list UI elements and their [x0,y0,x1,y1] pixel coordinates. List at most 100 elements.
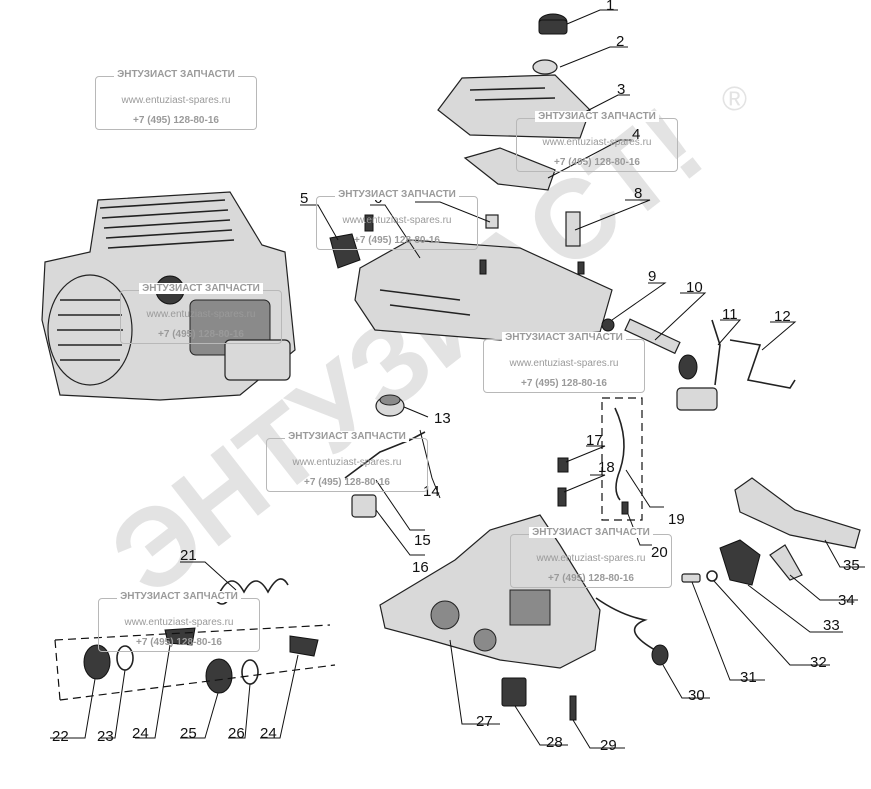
callout-21: 21 [180,547,197,564]
stamp-url: www.entuziast-spares.ru [536,553,646,564]
stamp-phone: +7 (495) 128-80-16 [136,637,222,648]
stamp-url: www.entuziast-spares.ru [342,215,452,226]
part-22-cap [83,644,111,680]
part-17-screw [557,457,569,473]
callout-25: 25 [180,725,197,742]
stamp-phone: +7 (495) 128-80-16 [521,378,607,389]
callout-18: 18 [598,459,615,476]
stamp-phone: +7 (495) 128-80-16 [158,329,244,340]
leader-lines [50,9,865,749]
stamp-name: ЭНТУЗИАСТ ЗАПЧАСТИ [114,69,238,80]
callout-24b: 24 [260,725,277,742]
callout-12: 12 [774,308,791,325]
part-18-bolt [557,487,567,507]
callout-numbers: 1 2 3 4 5 6 7 8 9 10 11 12 13 14 15 16 1… [52,0,860,754]
stamp-phone: +7 (495) 128-80-16 [304,477,390,488]
part-5-grip [329,233,361,269]
part-28-pad [501,677,527,707]
stamp-name: ЭНТУЗИАСТ ЗАПЧАСТИ [117,591,241,602]
stamp-phone: +7 (495) 128-80-16 [548,573,634,584]
watermark-stamp: ЭНТУЗИАСТ ЗАПЧАСТИ www.entuziast-spares.… [120,283,282,344]
callout-28: 28 [546,734,563,751]
part-25-cap [205,658,233,694]
stamp-name: ЭНТУЗИАСТ ЗАПЧАСТИ [335,189,459,200]
callout-29: 29 [600,737,617,754]
part-10-valve [624,318,698,380]
callout-3: 3 [617,81,625,98]
stamp-phone: +7 (495) 128-80-16 [554,157,640,168]
part-29-screw [569,695,577,721]
part-34-latch [769,544,803,581]
stamp-name: ЭНТУЗИАСТ ЗАПЧАСТИ [285,431,409,442]
part-3-top-cover [437,74,591,139]
callout-1: 1 [606,0,614,14]
stamp-url: www.entuziast-spares.ru [542,137,652,148]
callout-27: 27 [476,713,493,730]
stamp-name: ЭНТУЗИАСТ ЗАПЧАСТИ [535,111,659,122]
stamp-url: www.entuziast-spares.ru [509,358,619,369]
stamp-phone: +7 (495) 128-80-16 [133,115,219,126]
stamp-name: ЭНТУЗИАСТ ЗАПЧАСТИ [529,527,653,538]
part-11-pump [676,319,721,411]
callout-13: 13 [434,410,451,427]
callout-20: 20 [651,544,668,561]
callout-16: 16 [412,559,429,576]
stamp-url: www.entuziast-spares.ru [124,617,234,628]
part-24-strap-b [289,635,319,657]
stamp-url: www.entuziast-spares.ru [146,309,256,320]
stamp-name: ЭНТУЗИАСТ ЗАПЧАСТИ [139,283,263,294]
part-19-hose [614,407,625,501]
watermark-stamp: ЭНТУЗИАСТ ЗАПЧАСТИ www.entuziast-spares.… [95,69,257,130]
stamp-name: ЭНТУЗИАСТ ЗАПЧАСТИ [502,332,626,343]
callout-24a: 24 [132,725,149,742]
callout-17: 17 [586,432,603,449]
part-33-lever [719,539,761,586]
part-8-bracket [565,211,581,247]
engine-block [41,191,296,401]
callout-35: 35 [843,557,860,574]
callout-31: 31 [740,669,757,686]
part-13-grommet [375,394,405,417]
callout-11: 11 [722,306,738,323]
callout-2: 2 [616,33,624,50]
part-7-bushing [485,214,499,229]
callout-9: 9 [648,268,656,285]
part-32-ring [706,570,718,582]
callout-15: 15 [414,532,431,549]
part-12-wire [729,339,796,389]
dashed-bracket-19-20 [601,397,643,521]
part-1-cap [538,13,568,35]
callout-4: 4 [632,126,640,143]
part-16-filter [351,494,377,518]
part-26-oring [241,659,259,685]
callout-34: 34 [838,592,855,609]
part-4-plate [463,147,556,191]
stamp-url: www.entuziast-spares.ru [292,457,402,468]
watermark-stamp: ЭНТУЗИАСТ ЗАПЧАСТИ www.entuziast-spares.… [266,431,428,492]
callout-5: 5 [300,190,308,207]
stamp-phone: +7 (495) 128-80-16 [354,235,440,246]
part-2-washer [532,59,558,75]
callout-26: 26 [228,725,245,742]
part-27-crankcase [379,514,601,669]
part-9-clip [601,318,615,332]
watermark-stamp: ЭНТУЗИАСТ ЗАПЧАСТИ www.entuziast-spares.… [316,189,478,250]
callout-23: 23 [97,728,114,745]
part-14-tube [344,431,426,479]
callout-30: 30 [688,687,705,704]
part-35-handle [734,477,861,549]
callout-22: 22 [52,728,69,745]
stamp-url: www.entuziast-spares.ru [121,95,231,106]
callout-33: 33 [823,617,840,634]
part-30-hose [595,597,669,666]
part-31-pin [681,573,701,583]
watermark-stamp: ЭНТУЗИАСТ ЗАПЧАСТИ www.entuziast-spares.… [516,111,678,172]
callout-19: 19 [668,511,685,528]
watermark-registered-mark: ® [722,80,747,118]
watermark-stamp: ЭНТУЗИАСТ ЗАПЧАСТИ www.entuziast-spares.… [483,332,645,393]
watermark-stamp: ЭНТУЗИАСТ ЗАПЧАСТИ www.entuziast-spares.… [98,591,260,652]
watermark-stamp: ЭНТУЗИАСТ ЗАПЧАСТИ www.entuziast-spares.… [510,527,672,588]
callout-10: 10 [686,279,703,296]
callout-32: 32 [810,654,827,671]
callout-8: 8 [634,185,642,202]
